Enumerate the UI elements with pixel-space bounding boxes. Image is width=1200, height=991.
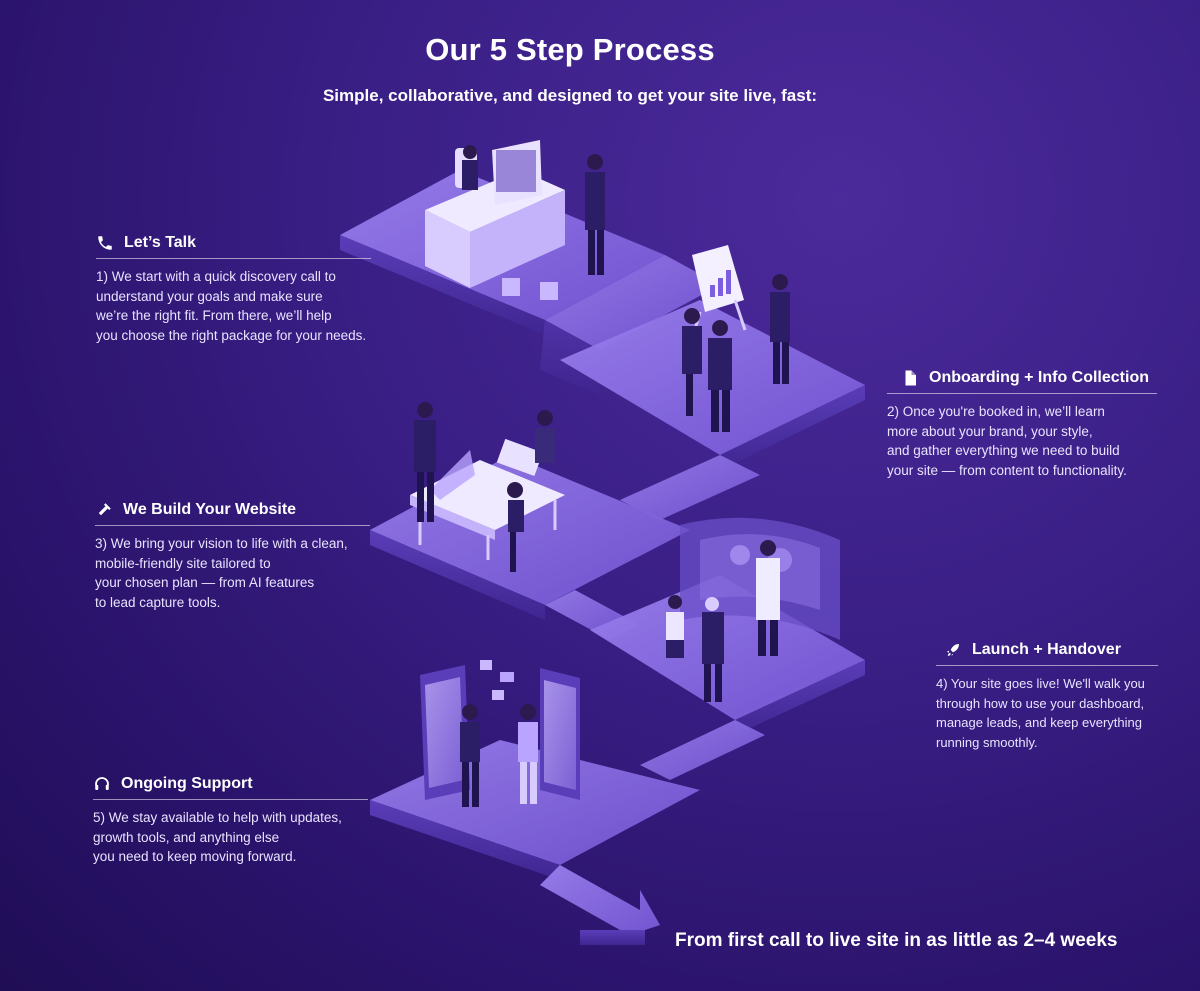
step-4-title: Launch + Handover — [972, 641, 1121, 658]
step-3-description: 3) We bring your vision to life with a c… — [95, 536, 348, 610]
step1-office-scene — [425, 140, 605, 300]
step-4-heading: Launch + Handover — [936, 641, 1158, 666]
step-3: We Build Your Website 3) We bring your v… — [95, 501, 370, 612]
step-2-description: 2) Once you're booked in, we’ll learn mo… — [887, 404, 1127, 478]
step-5-title: Ongoing Support — [121, 775, 253, 792]
step-2-title: Onboarding + Info Collection — [929, 369, 1149, 386]
step2-presentation-scene — [682, 245, 790, 432]
step-1-heading: Let’s Talk — [96, 234, 371, 259]
step-1-title: Let’s Talk — [124, 234, 197, 251]
step3-build-scene — [410, 402, 565, 572]
hammer-icon — [98, 503, 111, 516]
step-4: Launch + Handover 4) Your site goes live… — [936, 641, 1158, 752]
step-5: Ongoing Support 5) We stay available to … — [93, 775, 368, 867]
step-2-heading: Onboarding + Info Collection — [887, 369, 1157, 394]
rocket-icon — [947, 644, 959, 656]
step-1: Let’s Talk 1) We start with a quick disc… — [96, 234, 371, 345]
phone-icon — [98, 236, 112, 250]
step-5-description: 5) We stay available to help with update… — [93, 810, 342, 864]
step-3-title: We Build Your Website — [123, 501, 297, 518]
page-subtitle: Simple, collaborative, and designed to g… — [322, 86, 818, 105]
page-title: Our 5 Step Process — [425, 32, 715, 67]
footer-tagline: From first call to live site in as littl… — [675, 930, 1118, 951]
document-icon — [905, 370, 916, 386]
step-5-heading: Ongoing Support — [93, 775, 368, 800]
headset-icon — [95, 777, 109, 790]
step5-support-scene — [420, 660, 580, 807]
step4-launch-scene — [666, 517, 840, 702]
step-2: Onboarding + Info Collection 2) Once you… — [887, 369, 1157, 480]
step-1-description: 1) We start with a quick discovery call … — [96, 269, 367, 343]
step-4-description: 4) Your site goes live! We'll walk you t… — [936, 676, 1145, 750]
step-3-heading: We Build Your Website — [95, 501, 370, 526]
